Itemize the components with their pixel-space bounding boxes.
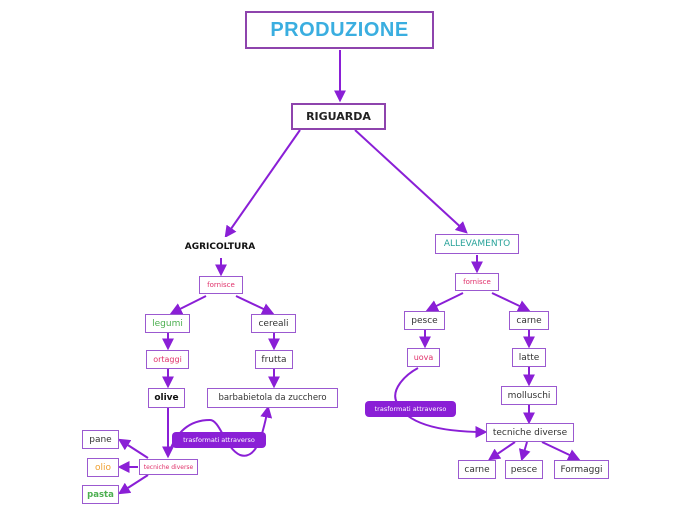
node-molluschi-label: molluschi xyxy=(507,390,551,401)
node-carne-allevamento-label: carne xyxy=(516,315,542,326)
node-pesce-allevamento-label: pesce xyxy=(411,315,438,326)
edge-riguarda-agricoltura xyxy=(224,129,301,238)
edge-tecniche-carne-out xyxy=(488,441,516,461)
edge-tecniche-formaggi xyxy=(541,441,581,461)
node-tecniche-agricoltura-label: tecniche diverse xyxy=(143,463,194,471)
node-allevamento-label: ALLEVAMENTO xyxy=(443,239,511,249)
edge-uova-trasformati xyxy=(394,367,488,438)
node-uova[interactable]: uova xyxy=(407,348,440,367)
edge-fornisce-legumi xyxy=(169,295,207,315)
node-tecniche-allevamento-label: tecniche diverse xyxy=(492,427,568,438)
node-formaggi-label: Formaggi xyxy=(560,464,603,475)
node-pasta[interactable]: pasta xyxy=(82,485,119,504)
node-uova-label: uova xyxy=(413,353,434,362)
node-cereali-label: cereali xyxy=(258,318,289,329)
node-legumi[interactable]: legumi xyxy=(145,314,190,333)
link-trasformati-agricoltura-label: trasformati attraverso xyxy=(183,436,255,444)
edge-tecniche-pesce-out xyxy=(518,441,531,462)
node-olive-label: olive xyxy=(154,393,179,403)
node-pasta-label: pasta xyxy=(87,489,114,500)
node-ortaggi[interactable]: ortaggi xyxy=(146,350,189,369)
node-riguarda-label: RIGUARDA xyxy=(306,110,371,123)
node-latte-label: latte xyxy=(518,352,540,363)
node-riguarda[interactable]: RIGUARDA xyxy=(291,103,386,130)
node-pane-label: pane xyxy=(89,434,112,445)
node-frutta-label: frutta xyxy=(261,354,287,365)
node-carne-allevamento[interactable]: carne xyxy=(509,311,549,330)
node-barbabietola[interactable]: barbabietola da zucchero xyxy=(207,388,338,408)
node-legumi-label: legumi xyxy=(152,318,183,329)
node-produzione-label: PRODUZIONE xyxy=(270,18,409,41)
node-molluschi[interactable]: molluschi xyxy=(501,386,557,405)
node-ortaggi-label: ortaggi xyxy=(153,355,182,364)
link-trasformati-allevamento-label: trasformati attraverso xyxy=(374,405,447,413)
edge-tecniche-pane xyxy=(117,438,149,459)
node-allevamento[interactable]: ALLEVAMENTO xyxy=(435,234,519,254)
link-trasformati-allevamento[interactable]: trasformati attraverso xyxy=(365,401,456,417)
edge-fornisce-carne xyxy=(491,292,531,312)
node-carne-output-label: carne xyxy=(464,464,490,475)
node-fornisce-allevamento-label: fornisce xyxy=(463,278,491,286)
node-fornisce-agricoltura-label: fornisce xyxy=(207,281,235,289)
node-carne-output[interactable]: carne xyxy=(458,460,496,479)
node-olive[interactable]: olive xyxy=(148,388,185,408)
link-trasformati-agricoltura[interactable]: trasformati attraverso xyxy=(172,432,266,448)
node-frutta[interactable]: frutta xyxy=(255,350,293,369)
node-tecniche-allevamento[interactable]: tecniche diverse xyxy=(486,423,574,442)
node-pane[interactable]: pane xyxy=(82,430,119,449)
edge-fornisce-cereali xyxy=(235,295,275,315)
node-tecniche-agricoltura[interactable]: tecniche diverse xyxy=(139,459,198,475)
node-agricoltura-label: AGRICOLTURA xyxy=(184,242,256,252)
node-latte[interactable]: latte xyxy=(512,348,546,367)
node-pesce-allevamento[interactable]: pesce xyxy=(404,311,445,330)
node-agricoltura[interactable]: AGRICOLTURA xyxy=(177,237,263,257)
node-fornisce-agricoltura[interactable]: fornisce xyxy=(199,276,243,294)
edge-riguarda-allevamento xyxy=(354,129,468,234)
node-olio[interactable]: olio xyxy=(87,458,119,477)
edge-tecniche-pasta xyxy=(117,474,149,495)
node-olio-label: olio xyxy=(94,462,111,473)
edge-fornisce-pesce xyxy=(425,292,464,312)
node-barbabietola-label: barbabietola da zucchero xyxy=(218,393,327,403)
node-cereali[interactable]: cereali xyxy=(251,314,296,333)
node-produzione[interactable]: PRODUZIONE xyxy=(245,11,434,49)
node-pesce-output[interactable]: pesce xyxy=(505,460,543,479)
node-fornisce-allevamento[interactable]: fornisce xyxy=(455,273,499,291)
node-pesce-output-label: pesce xyxy=(510,464,538,475)
node-formaggi[interactable]: Formaggi xyxy=(554,460,609,479)
